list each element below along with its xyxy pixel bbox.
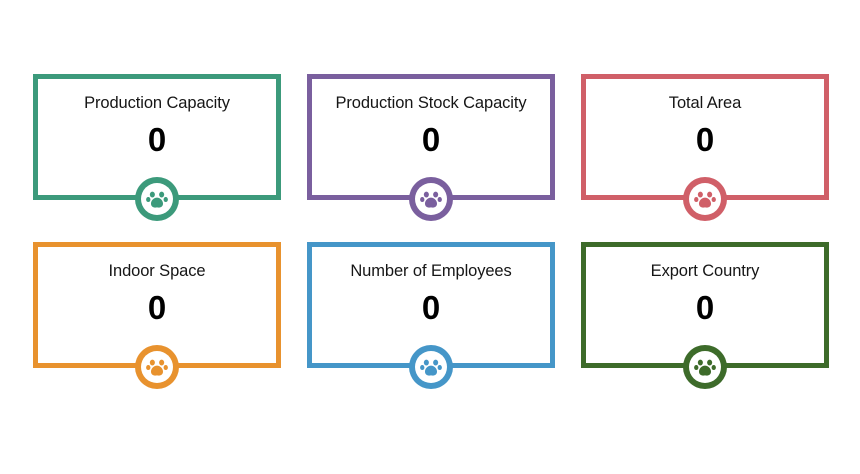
paw-icon (694, 191, 716, 208)
paw-badge-inner (415, 183, 447, 215)
kpi-card-export-country[interactable]: Export Country 0 (581, 242, 829, 389)
kpi-card-indoor-space[interactable]: Indoor Space 0 (33, 242, 281, 389)
kpi-card-value: 0 (421, 121, 441, 158)
kpi-card-title: Indoor Space (108, 262, 206, 280)
kpi-card-title: Total Area (668, 94, 742, 112)
paw-badge-icon (135, 345, 179, 389)
paw-icon (146, 359, 168, 376)
kpi-card-value: 0 (147, 121, 167, 158)
kpi-card-title: Production Stock Capacity (335, 94, 527, 112)
paw-badge-icon (135, 177, 179, 221)
kpi-card-number-of-employees[interactable]: Number of Employees 0 (307, 242, 555, 389)
kpi-card-value: 0 (695, 121, 715, 158)
kpi-card-value: 0 (147, 289, 167, 326)
paw-badge-inner (689, 183, 721, 215)
paw-icon (420, 359, 442, 376)
paw-badge-inner (141, 351, 173, 383)
paw-icon (694, 359, 716, 376)
paw-badge-inner (689, 351, 721, 383)
kpi-card-value: 0 (695, 289, 715, 326)
kpi-card-grid: Production Capacity 0 Production Stock C… (33, 74, 829, 389)
kpi-card-value: 0 (421, 289, 441, 326)
paw-icon (420, 191, 442, 208)
paw-badge-icon (683, 345, 727, 389)
paw-badge-icon (683, 177, 727, 221)
kpi-card-title: Export Country (650, 262, 760, 280)
paw-icon (146, 191, 168, 208)
kpi-card-total-area[interactable]: Total Area 0 (581, 74, 829, 221)
paw-badge-icon (409, 177, 453, 221)
kpi-card-title: Number of Employees (350, 262, 512, 280)
paw-badge-icon (409, 345, 453, 389)
kpi-card-production-stock-capacity[interactable]: Production Stock Capacity 0 (307, 74, 555, 221)
paw-badge-inner (141, 183, 173, 215)
kpi-card-production-capacity[interactable]: Production Capacity 0 (33, 74, 281, 221)
kpi-card-title: Production Capacity (84, 94, 230, 112)
paw-badge-inner (415, 351, 447, 383)
